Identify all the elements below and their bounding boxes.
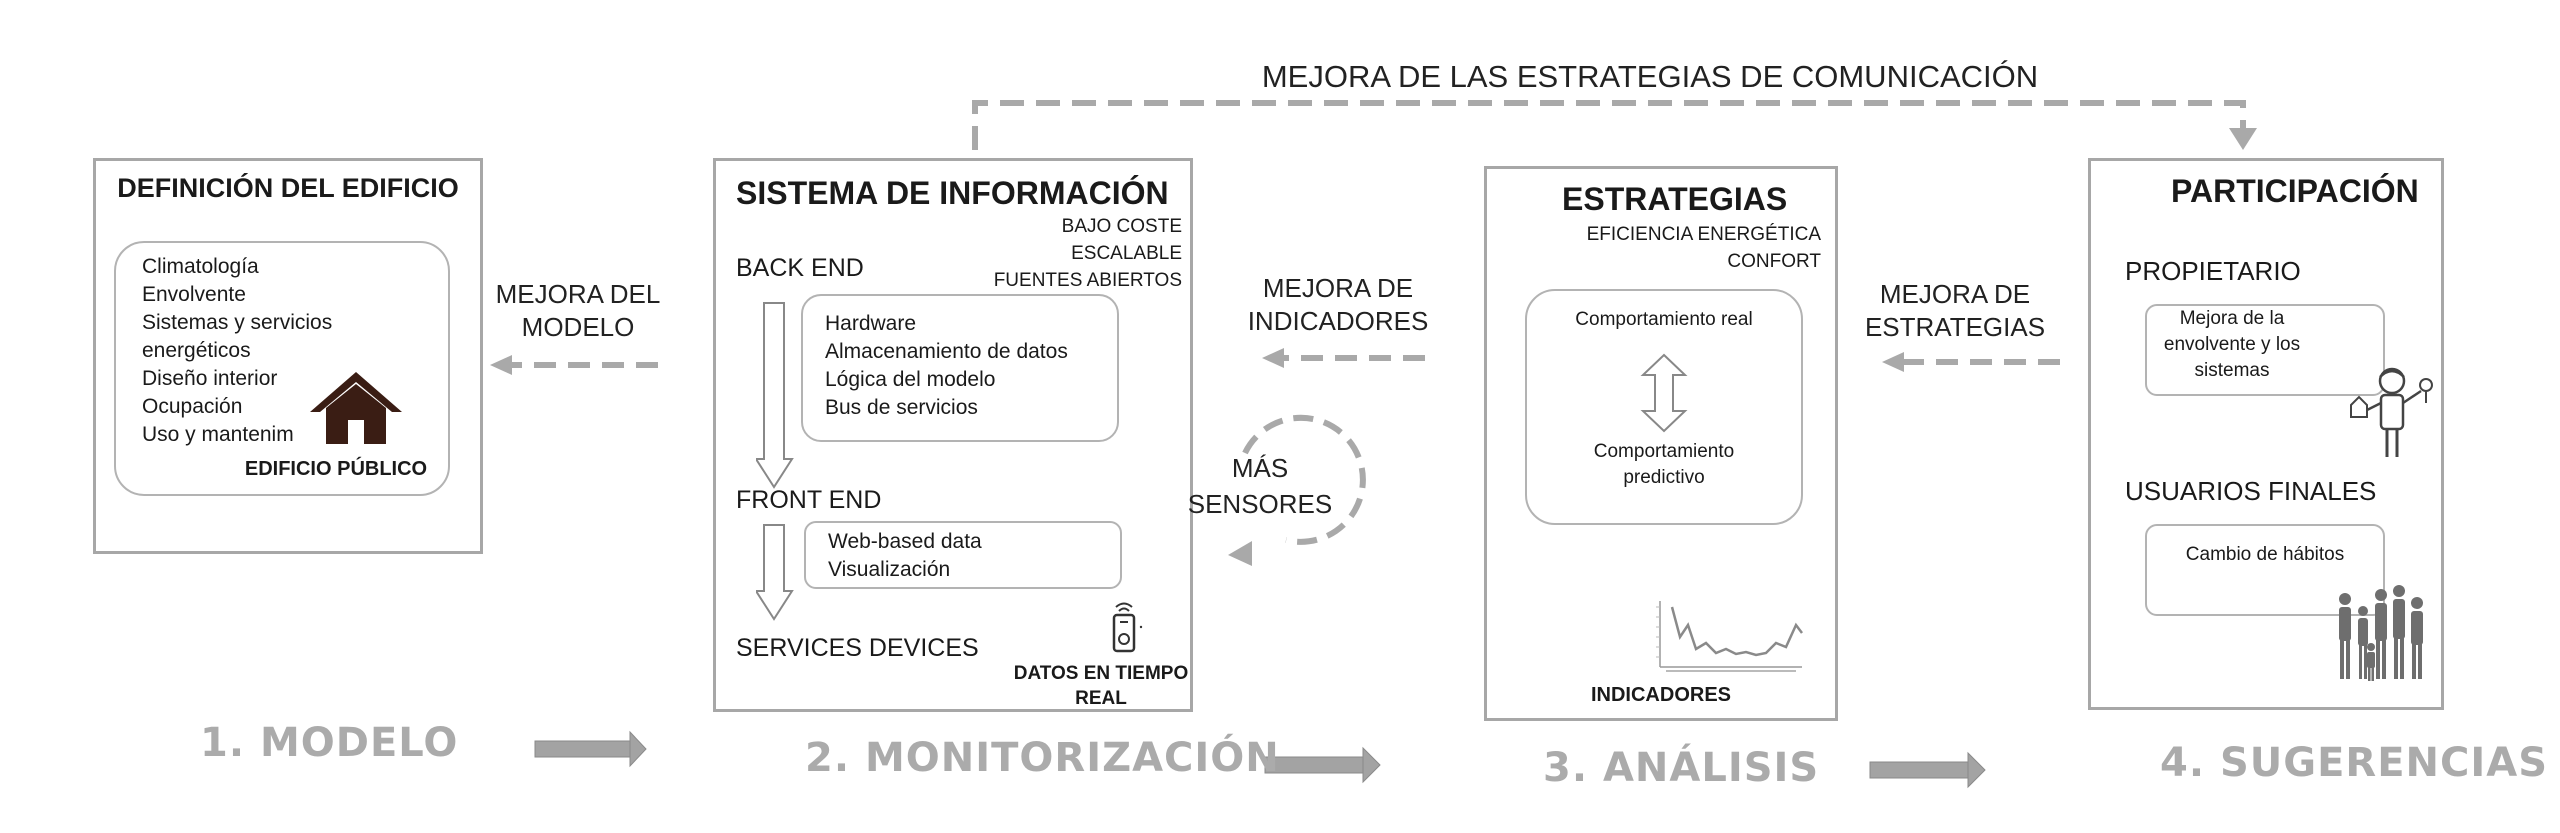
tag-label: BAJO COSTE — [1061, 216, 1182, 237]
sensors-line2: SENSORES — [1187, 489, 1333, 519]
sensor-device-icon — [1112, 602, 1143, 653]
step-label-monitoring: 2. MONITORIZACIÓN — [805, 735, 1280, 781]
realtime-label: DATOS EN TIEMPO REAL — [1006, 661, 1196, 711]
owner-text-line2: envolvente y los — [2163, 334, 2301, 355]
top-loop-label: MEJORA DE LAS ESTRATEGIAS DE COMUNICACIÓ… — [1261, 59, 2039, 94]
panel2-title: SISTEMA DE INFORMACIÓN — [736, 175, 1169, 211]
frontend-list: Web-based data Visualización — [828, 528, 982, 584]
backend-down-arrow-icon — [756, 302, 794, 489]
frontend-down-arrow-icon — [756, 524, 794, 621]
owner-text: Mejora de la envolvente y los sistemas — [2147, 306, 2317, 384]
panel4-title: PARTICIPACIÓN — [2171, 173, 2419, 209]
panel1-title: DEFINICIÓN DEL EDIFICIO — [117, 173, 459, 203]
link3-label: MEJORA DE ESTRATEGIAS — [1855, 278, 2055, 344]
predictive-line1: Comportamiento — [1593, 441, 1735, 462]
link2-line2: INDICADORES — [1247, 306, 1429, 336]
sensors-line1: MÁS — [1231, 453, 1289, 483]
step-label-suggestions: 4. SUGERENCIAS — [2160, 740, 2549, 786]
list-item: Hardware — [825, 312, 917, 335]
services-label: SERVICES DEVICES — [736, 634, 979, 662]
realtime-line2: REAL — [1075, 688, 1127, 709]
list-item: Bus de servicios — [825, 396, 978, 419]
link1-line2: MODELO — [521, 312, 635, 342]
list-item: Almacenamiento de datos — [825, 340, 1068, 363]
link3-line2: ESTRATEGIAS — [1864, 312, 2046, 342]
panel-building-definition: DEFINICIÓN DEL EDIFICIO Climatología Env… — [93, 158, 483, 554]
owner-box: Mejora de la envolvente y los sistemas — [2145, 304, 2385, 396]
people-group-icon — [2339, 585, 2423, 681]
panel3-tags: EFICIENCIA ENERGÉTICA CONFORT — [1587, 221, 1821, 275]
step-label-analysis: 3. ANÁLISIS — [1543, 745, 1820, 791]
house-icon — [310, 372, 402, 444]
panel-participation: PARTICIPACIÓN PROPIETARIO Mejora de la e… — [2088, 158, 2444, 710]
list-item: Uso y mantenim — [142, 423, 294, 446]
panel-information-system: SISTEMA DE INFORMACIÓN BAJO COSTE ESCALA… — [713, 158, 1193, 712]
link3-arrow — [1882, 352, 2060, 372]
list-item: energéticos — [142, 339, 251, 362]
list-item: Diseño interior — [142, 367, 278, 390]
users-label: USUARIOS FINALES — [2125, 476, 2377, 506]
double-arrow-icon — [1640, 353, 1688, 433]
step-arrow-2 — [1264, 746, 1381, 784]
link3-line1: MEJORA DE — [1879, 279, 2031, 309]
panel1-list: Climatología Envolvente Sistemas y servi… — [142, 253, 332, 449]
panel3-title: ESTRATEGIAS — [1562, 181, 1788, 217]
predictive-label: Comportamiento predictivo — [1527, 439, 1801, 491]
link2-arrow — [1262, 348, 1425, 368]
owner-text-line3: sistemas — [2194, 360, 2270, 381]
owner-text-line1: Mejora de la — [2179, 308, 2285, 329]
frontend-box: Web-based data Visualización — [804, 521, 1122, 589]
sensors-cycle-arrow — [1228, 414, 1366, 566]
users-text: Cambio de hábitos — [2185, 544, 2345, 565]
tag-label: EFICIENCIA ENERGÉTICA — [1586, 224, 1821, 245]
panel-strategies: ESTRATEGIAS EFICIENCIA ENERGÉTICA CONFOR… — [1484, 166, 1838, 721]
link1-arrow — [490, 355, 658, 375]
real-behaviour-label: Comportamiento real — [1575, 309, 1753, 330]
predictive-line2: predictivo — [1623, 467, 1705, 488]
tag-label: ESCALABLE — [1071, 243, 1182, 264]
tag-label: CONFORT — [1727, 251, 1821, 272]
link2-line1: MEJORA DE — [1262, 273, 1414, 303]
owner-label: PROPIETARIO — [2125, 256, 2301, 286]
behaviour-box: Comportamiento real Comportamiento predi… — [1525, 289, 1803, 525]
step-arrow-1 — [534, 730, 647, 768]
top-loop-connector — [972, 100, 2246, 150]
step-label-model: 1. MODELO — [200, 720, 459, 766]
panel2-tags: BAJO COSTE ESCALABLE FUENTES ABIERTOS — [994, 213, 1182, 294]
backend-list: Hardware Almacenamiento de datos Lógica … — [825, 310, 1068, 422]
link1-line1: MEJORA DEL — [495, 279, 661, 309]
owner-person-icon — [2350, 367, 2433, 457]
list-item: Sistemas y servicios — [142, 311, 333, 334]
list-item: Envolvente — [142, 283, 246, 306]
panel1-footer: EDIFICIO PÚBLICO — [244, 458, 428, 480]
frontend-label: FRONT END — [736, 486, 882, 514]
list-item: Web-based data — [828, 530, 982, 553]
tag-label: FUENTES ABIERTOS — [993, 270, 1182, 291]
list-item: Visualización — [828, 558, 951, 581]
list-item: Climatología — [142, 255, 259, 278]
link2-label: MEJORA DE INDICADORES — [1228, 272, 1448, 338]
list-item: Ocupación — [142, 395, 243, 418]
realtime-line1: DATOS EN TIEMPO — [1013, 663, 1189, 684]
sensors-label: MÁS SENSORES — [1185, 450, 1335, 522]
backend-box: Hardware Almacenamiento de datos Lógica … — [801, 294, 1119, 442]
line-chart-icon — [1656, 601, 1803, 672]
step-arrow-3 — [1869, 751, 1986, 789]
backend-label: BACK END — [736, 254, 864, 282]
list-item: Lógica del modelo — [825, 368, 996, 391]
top-loop-arrowhead — [2229, 128, 2257, 150]
panel1-box: Climatología Envolvente Sistemas y servi… — [114, 241, 450, 496]
link1-label: MEJORA DEL MODELO — [478, 278, 678, 344]
indicators-label: INDICADORES — [1590, 684, 1731, 706]
